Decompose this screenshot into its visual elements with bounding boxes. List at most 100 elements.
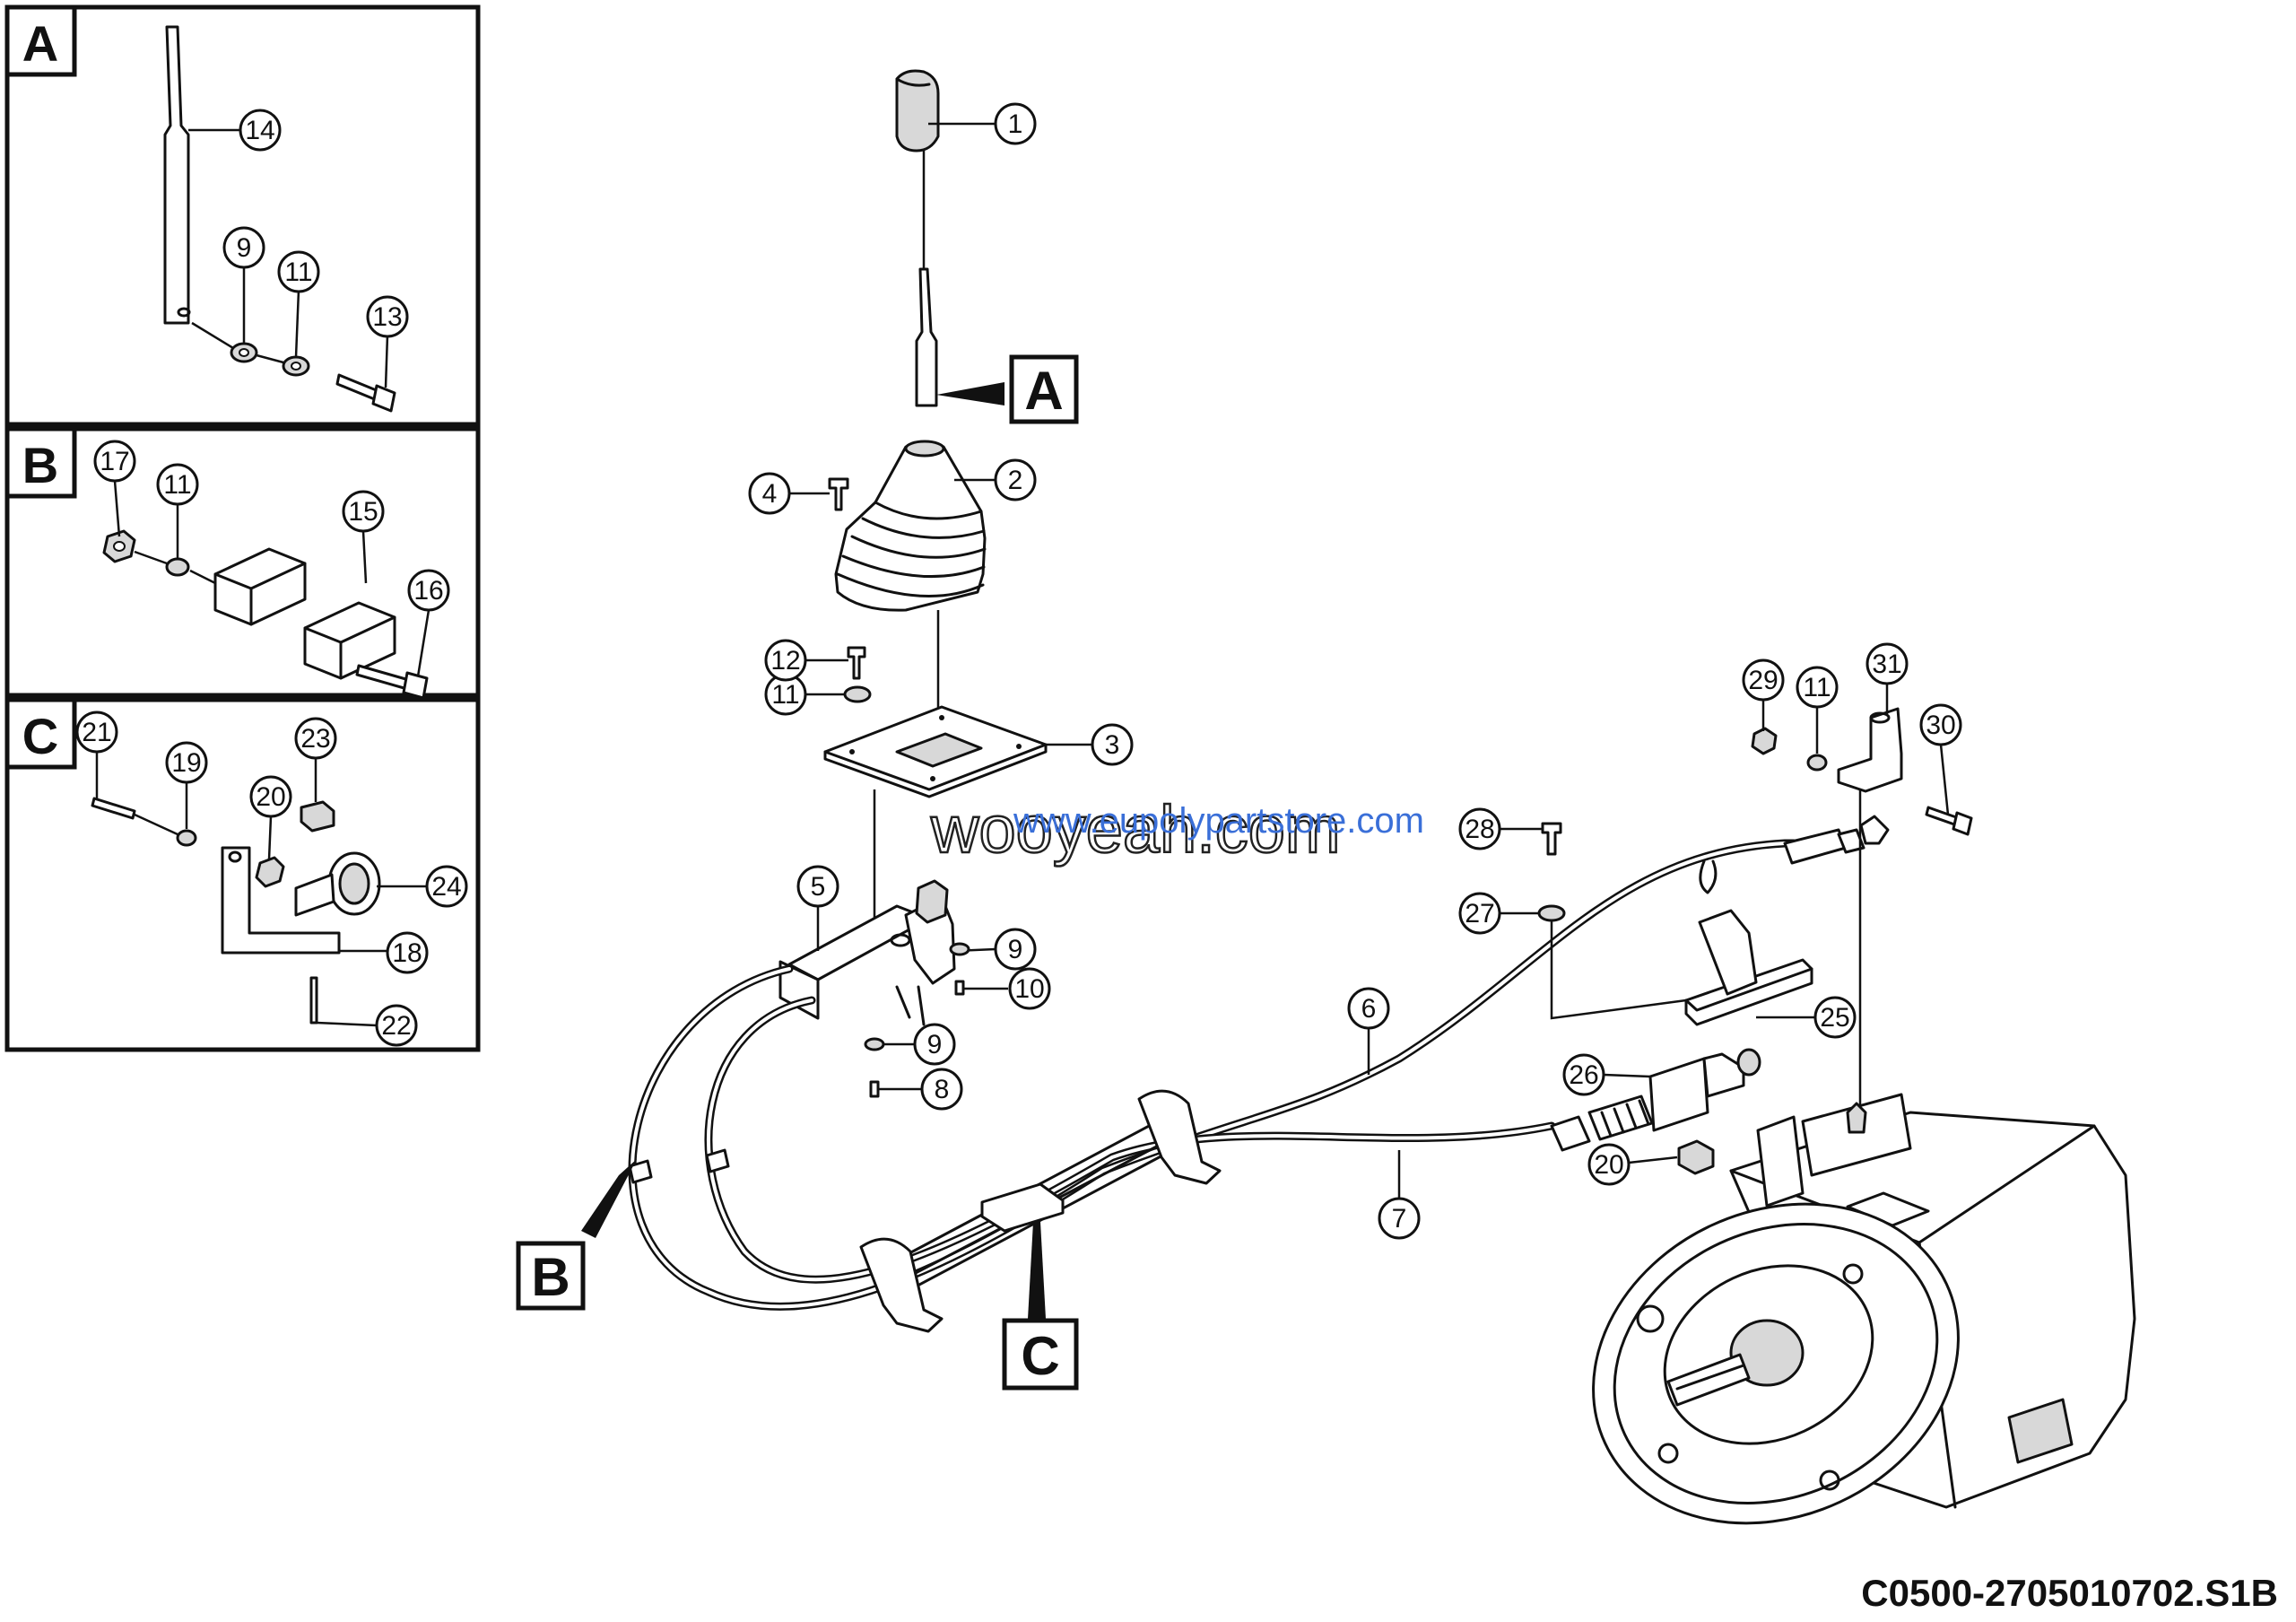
callout-23: 23 xyxy=(294,717,337,760)
svg-text:12: 12 xyxy=(770,646,800,676)
svg-text:27: 27 xyxy=(1465,899,1494,929)
callout-20-panel-c: 20 xyxy=(249,775,292,818)
svg-text:30: 30 xyxy=(1926,711,1955,740)
svg-text:21: 21 xyxy=(82,718,111,747)
callout-11-main: 11 xyxy=(764,673,807,716)
callout-17: 17 xyxy=(93,440,136,483)
callout-30: 30 xyxy=(1919,703,1962,746)
shift-knob xyxy=(895,69,996,153)
bolt-4 xyxy=(789,477,849,511)
svg-text:13: 13 xyxy=(372,302,402,332)
transmission-assembly xyxy=(1592,1093,2136,1525)
panel-b-label: B xyxy=(22,437,58,493)
svg-text:31: 31 xyxy=(1872,650,1901,679)
svg-text:4: 4 xyxy=(762,479,778,509)
svg-text:29: 29 xyxy=(1748,666,1778,695)
callout-24: 24 xyxy=(425,865,468,908)
diagram-code: C0500-2705010702.S1B xyxy=(1861,1572,2278,1614)
svg-text:18: 18 xyxy=(392,938,422,968)
svg-text:17: 17 xyxy=(100,447,129,476)
callout-20-main: 20 xyxy=(1587,1143,1631,1186)
svg-text:14: 14 xyxy=(245,116,274,145)
svg-text:25: 25 xyxy=(1820,1003,1849,1033)
detail-panel-a: A xyxy=(4,4,481,427)
callout-6: 6 xyxy=(1347,987,1390,1030)
svg-text:5: 5 xyxy=(811,872,826,902)
detail-panel-b: B xyxy=(4,426,481,700)
callout-14: 14 xyxy=(239,109,282,152)
panel-c-label: C xyxy=(22,708,58,764)
reference-b: B xyxy=(516,1159,637,1311)
svg-text:15: 15 xyxy=(348,497,378,527)
svg-text:28: 28 xyxy=(1465,815,1494,844)
callout-4: 4 xyxy=(748,472,791,515)
svg-text:1: 1 xyxy=(1008,109,1023,139)
svg-text:11: 11 xyxy=(771,680,799,710)
watermark-main: wooyeah.com xyxy=(930,792,1341,867)
svg-text:6: 6 xyxy=(1361,994,1377,1024)
callout-11-panel-b: 11 xyxy=(156,463,199,506)
panel-a-label: A xyxy=(22,15,58,72)
watermark-url: www.eupolypartstore.com xyxy=(1013,801,1424,841)
svg-text:2: 2 xyxy=(1008,466,1023,495)
reference-c: C xyxy=(1002,1222,1079,1391)
svg-text:24: 24 xyxy=(431,872,461,902)
svg-text:20: 20 xyxy=(1594,1150,1623,1180)
callout-22: 22 xyxy=(375,1004,418,1047)
callout-9-panel-a: 9 xyxy=(222,226,265,269)
cable-end-fittings xyxy=(1550,815,1890,1152)
svg-text:C: C xyxy=(1021,1326,1059,1386)
callout-3: 3 xyxy=(1091,723,1134,766)
callout-8: 8 xyxy=(920,1068,963,1111)
callout-21: 21 xyxy=(75,711,118,754)
svg-text:11: 11 xyxy=(1803,673,1831,702)
callout-13: 13 xyxy=(366,295,409,338)
callout-26: 26 xyxy=(1562,1053,1605,1096)
svg-text:23: 23 xyxy=(300,724,330,754)
gear-lever-boot xyxy=(834,440,996,612)
svg-text:20: 20 xyxy=(256,782,285,812)
callout-2: 2 xyxy=(994,458,1037,501)
callout-11-panel-a: 11 xyxy=(277,250,320,293)
detail-panel-c: C xyxy=(4,697,481,1052)
svg-text:8: 8 xyxy=(935,1075,950,1104)
svg-text:9: 9 xyxy=(927,1030,943,1060)
callout-10: 10 xyxy=(1008,967,1051,1010)
callout-7: 7 xyxy=(1378,1197,1421,1240)
callout-15: 15 xyxy=(342,490,385,533)
svg-text:B: B xyxy=(531,1247,570,1307)
callout-19: 19 xyxy=(165,741,208,784)
callout-18: 18 xyxy=(386,931,429,974)
svg-text:7: 7 xyxy=(1392,1204,1407,1234)
callout-16: 16 xyxy=(407,569,450,612)
callout-5: 5 xyxy=(796,865,839,908)
svg-text:19: 19 xyxy=(171,748,201,778)
svg-text:22: 22 xyxy=(381,1011,411,1041)
svg-text:3: 3 xyxy=(1105,730,1120,760)
callout-12: 12 xyxy=(764,639,807,682)
callout-28: 28 xyxy=(1458,807,1501,850)
callout-31: 31 xyxy=(1866,642,1909,685)
callout-29: 29 xyxy=(1742,658,1785,702)
svg-text:9: 9 xyxy=(237,233,252,263)
svg-text:26: 26 xyxy=(1569,1060,1598,1090)
reference-a: A xyxy=(1009,354,1079,424)
cable-bracket-26 xyxy=(1603,1048,1761,1175)
callout-9-lower: 9 xyxy=(913,1023,956,1066)
shift-mechanism xyxy=(778,879,1008,1098)
callout-27: 27 xyxy=(1458,892,1501,935)
gear-lever-rod xyxy=(915,267,1004,407)
callout-9-upper: 9 xyxy=(994,928,1037,971)
bolt-12 xyxy=(805,646,872,703)
svg-text:11: 11 xyxy=(163,470,191,500)
svg-text:9: 9 xyxy=(1008,935,1023,964)
cable-guide-tube xyxy=(628,1089,1222,1333)
cable-bracket-31 xyxy=(1751,684,1973,1164)
mounting-plate xyxy=(823,705,1092,798)
svg-text:10: 10 xyxy=(1014,974,1044,1004)
callout-11-right: 11 xyxy=(1796,666,1839,709)
svg-text:11: 11 xyxy=(284,257,312,287)
cable-bracket xyxy=(1500,822,1815,1026)
svg-text:16: 16 xyxy=(413,576,443,606)
